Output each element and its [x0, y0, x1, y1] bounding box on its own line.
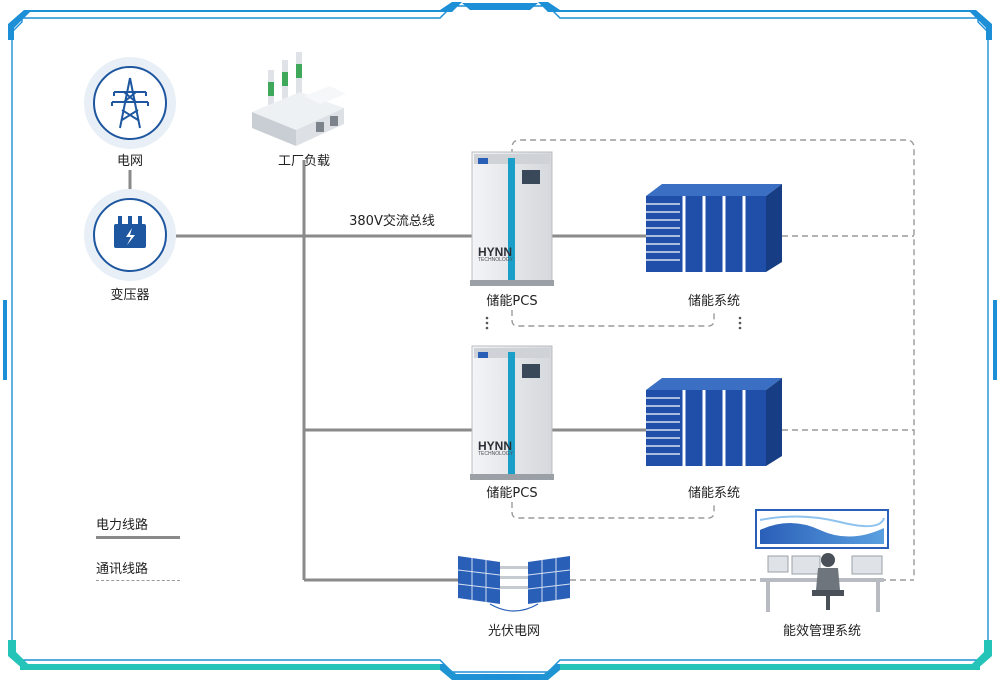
grid-label: 电网	[116, 154, 144, 169]
pcs-2-brand: HYNN TECHNOLOGY	[478, 440, 518, 457]
pcs-2-label: 储能PCS	[486, 486, 538, 501]
pv-panels-icon	[457, 556, 571, 612]
storage-2-label: 储能系统	[687, 486, 741, 501]
pcs-cabinet-1	[470, 151, 554, 286]
legend-power-swatch	[96, 536, 180, 539]
grid-tower-icon	[84, 57, 176, 149]
factory-load-label: 工厂负载	[277, 154, 331, 169]
storage-1-label: 储能系统	[687, 294, 741, 309]
legend-comm-label: 通讯线路	[96, 562, 149, 577]
pv-label: 光伏电网	[487, 624, 541, 639]
tech-frame	[3, 2, 997, 680]
pcs-1-label: 储能PCS	[486, 294, 538, 309]
factory-icon	[252, 52, 346, 146]
pcs-2-brand-name: HYNN	[478, 439, 513, 453]
transformer-label: 变压器	[110, 288, 150, 303]
battery-rack-1	[646, 184, 782, 272]
ac-bus-label: 380V交流总线	[349, 214, 435, 229]
comm-lines	[511, 139, 915, 581]
pcs-1-brand-name: HYNN	[478, 245, 513, 259]
ems-control-room-icon	[755, 509, 889, 612]
battery-rack-2	[646, 378, 782, 466]
pcs-1-brand: HYNN TECHNOLOGY	[478, 246, 518, 263]
ellipsis-dots	[485, 316, 742, 330]
pcs-cabinet-2	[470, 345, 554, 480]
transformer-icon	[84, 189, 176, 281]
pcs-2-brand-sub: TECHNOLOGY	[478, 451, 514, 457]
ems-label: 能效管理系统	[782, 624, 862, 639]
legend-power-label: 电力线路	[96, 518, 149, 533]
legend-comm-swatch	[96, 580, 180, 581]
pcs-1-brand-sub: TECHNOLOGY	[478, 257, 514, 263]
